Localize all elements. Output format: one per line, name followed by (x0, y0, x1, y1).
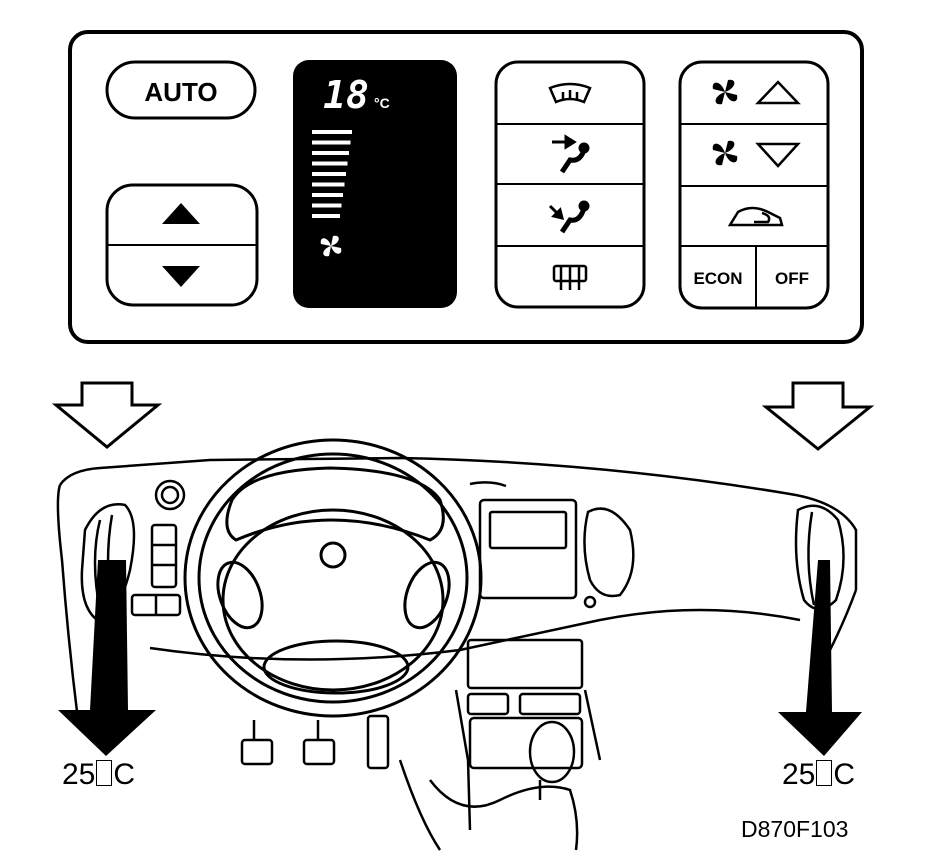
right-flow-arrow (761, 381, 875, 451)
fan-down-icon (712, 140, 801, 168)
dashboard-illustration (56, 438, 858, 851)
display-temperature: 18 (323, 73, 369, 117)
left-outlet-temperature: 25 C (62, 758, 135, 792)
steering-wheel (183, 438, 483, 718)
right-outlet-temperature: 25 C (782, 758, 855, 792)
center-display (478, 498, 578, 600)
center-knob (583, 595, 597, 609)
panel-frame (68, 30, 864, 344)
foot-vent-button[interactable] (548, 200, 590, 234)
left-flow-arrow (51, 381, 163, 449)
fan-level-bars (312, 130, 352, 218)
left-knob (154, 479, 186, 511)
driver-hand (429, 779, 579, 851)
fan-level-bar (312, 182, 345, 187)
windshield-defrost-icon (548, 82, 592, 104)
face-vent-button[interactable] (552, 134, 590, 174)
gear-shifter (398, 720, 579, 851)
left-outlet-temperature-unit: C (113, 758, 136, 791)
left-outlet-arrow (58, 560, 156, 756)
display-fan-icon (320, 235, 342, 257)
econ-button[interactable]: ECON (693, 269, 742, 288)
fan-level-bar (312, 140, 351, 145)
wheel-left-spoke-control (216, 560, 264, 630)
mode-button-column (494, 60, 646, 309)
face-vent-icon (552, 134, 590, 174)
temperature-rocker (105, 183, 259, 307)
degree-placeholder-glyph (96, 760, 113, 786)
recirculation-icon (727, 206, 784, 227)
rear-defrost-icon (552, 264, 588, 290)
right-air-vent (794, 504, 845, 611)
climate-control-panel: AUTO 18 °C (68, 30, 864, 344)
radio-unit (466, 638, 584, 690)
foot-vent-icon (548, 200, 590, 234)
pedals (240, 714, 390, 770)
degree-placeholder-glyph (816, 760, 833, 786)
fan-level-bar (312, 151, 349, 155)
left-outlet-temperature-value: 25 (62, 758, 96, 791)
temp-down-button[interactable] (162, 266, 200, 287)
right-outlet-temperature-unit: C (833, 758, 856, 791)
off-button[interactable]: OFF (775, 269, 809, 288)
figure-code: D870F103 (741, 816, 849, 842)
fan-up-button[interactable] (712, 79, 801, 105)
recirculation-button[interactable] (727, 206, 784, 227)
rear-defrost-button[interactable] (552, 264, 588, 290)
triangle-up-icon (162, 203, 200, 224)
off-button-label: OFF (775, 269, 809, 288)
fan-down-button[interactable] (712, 140, 801, 168)
auto-button-label: AUTO (144, 77, 217, 107)
fan-level-bar (312, 161, 348, 166)
airbag-hub (221, 508, 445, 692)
auto-button[interactable]: AUTO (105, 60, 257, 120)
windshield-defrost-button[interactable] (548, 82, 592, 104)
fan-level-bar (312, 172, 346, 176)
fan-up-icon (712, 79, 801, 105)
display-background (293, 60, 457, 308)
temp-up-button[interactable] (162, 203, 200, 224)
center-right-vent (583, 507, 635, 598)
instrument-cluster (225, 466, 445, 542)
fan-button-column: ECON OFF (678, 60, 830, 310)
right-outlet-arrow (778, 560, 862, 756)
display-temperature-unit: °C (374, 95, 390, 111)
econ-button-label: ECON (693, 269, 742, 288)
fan-level-bar (312, 193, 343, 197)
fan-level-bar (312, 214, 340, 218)
right-outlet-temperature-value: 25 (782, 758, 816, 791)
lcd-display: 18 °C (293, 60, 457, 308)
fan-level-bar (312, 203, 342, 208)
left-switch-bank (150, 523, 178, 589)
wheel-right-spoke-control (403, 560, 451, 630)
fan-level-bar (312, 130, 352, 134)
triangle-down-icon (162, 266, 200, 287)
